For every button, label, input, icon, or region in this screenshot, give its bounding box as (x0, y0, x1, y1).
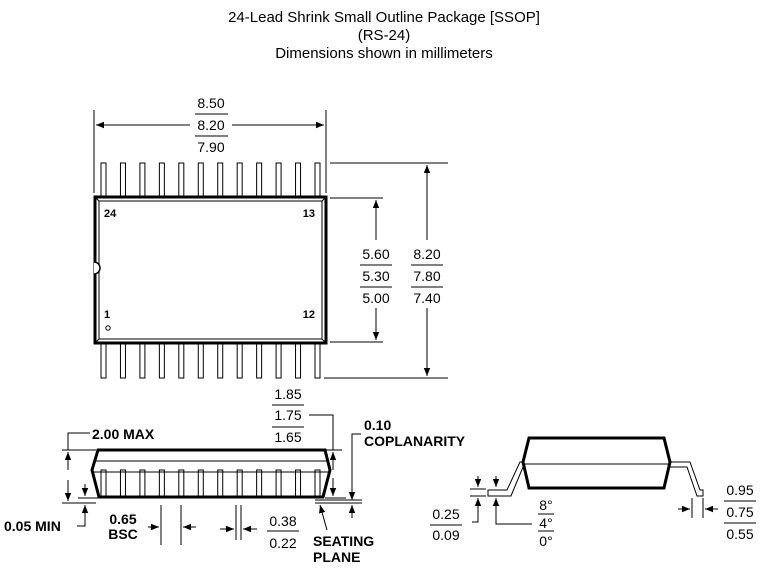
body-height-max: 1.85 (274, 386, 301, 402)
standoff-min: 0.05 MIN (4, 518, 61, 534)
seating-plane-line2: PLANE (313, 549, 360, 565)
lead-pin (100, 162, 107, 199)
lead-width-max: 0.38 (269, 513, 296, 529)
end-view: 0.25 0.09 8° 4° 0° 0.95 0.75 0.55 (430, 436, 756, 549)
lead-angle-nom: 4° (539, 515, 552, 531)
lead-pin (314, 162, 321, 199)
body-width-nom: 5.30 (362, 268, 389, 284)
body-height-nom: 1.75 (274, 407, 301, 423)
end-view-body (521, 436, 672, 490)
lead-pin (158, 162, 165, 199)
lead-pin (197, 469, 204, 499)
lead-pin (236, 469, 243, 499)
overall-width-max: 8.20 (413, 246, 440, 262)
lead-pin (100, 469, 107, 499)
side-body (90, 448, 332, 499)
lead-pin (295, 341, 302, 379)
lead-thickness-min: 0.09 (432, 527, 459, 543)
lead-pin (178, 469, 185, 499)
end-view-lead (487, 461, 704, 497)
package-body (93, 195, 328, 345)
lead-pin (139, 162, 146, 199)
lead-pin (256, 162, 263, 199)
pin-label-13: 13 (303, 208, 315, 220)
lead-pin (275, 341, 282, 379)
seating-plane-line1: SEATING (313, 533, 374, 549)
lead-pin (236, 341, 243, 379)
title-line-1: 24-Lead Shrink Small Outline Package [SS… (228, 9, 540, 26)
top-pin-row-upper (100, 162, 321, 199)
overall-width-min: 7.40 (413, 290, 440, 306)
top-width-nom: 8.20 (197, 117, 224, 133)
top-pin-row-lower (100, 341, 321, 379)
pitch-bsc: BSC (108, 526, 138, 542)
coplanarity-value: 0.10 (364, 417, 391, 433)
foot-length-min: 0.55 (726, 526, 753, 542)
body-height-min: 1.65 (274, 429, 301, 445)
lead-pin (314, 341, 321, 379)
lead-pin (139, 469, 146, 499)
top-view: 8.50 8.20 7.90 24 13 1 12 5.60 5.30 5.00… (93, 95, 448, 379)
pin-label-24: 24 (104, 208, 117, 220)
lead-pin (158, 469, 165, 499)
lead-pin (217, 341, 224, 379)
pin1-indicator-icon (105, 325, 111, 331)
lead-pin (256, 469, 263, 499)
lead-pin (197, 341, 204, 379)
pin-label-12: 12 (303, 309, 315, 321)
lead-pin (217, 469, 224, 499)
title-line-2: (RS-24) (358, 27, 411, 44)
height-max: 2.00 MAX (92, 426, 155, 442)
lead-pin (119, 341, 126, 379)
pin1-notch (93, 261, 101, 275)
lead-pin (275, 162, 282, 199)
foot-length-nom: 0.75 (726, 504, 753, 520)
lead-thickness-max: 0.25 (432, 506, 459, 522)
lead-pin (139, 341, 146, 379)
foot-length-max: 0.95 (726, 482, 753, 498)
body-width-max: 5.60 (362, 246, 389, 262)
lead-pin (178, 162, 185, 199)
lead-pin (158, 341, 165, 379)
side-pin-row (100, 469, 321, 499)
side-view: 2.00 MAX 0.05 MIN 0.65 BSC 0.38 0.22 1.8… (4, 386, 466, 565)
body-width-min: 5.00 (362, 290, 389, 306)
lead-pin (119, 469, 126, 499)
lead-pin (295, 469, 302, 499)
lead-angle-min: 0° (539, 533, 552, 549)
pin-label-1: 1 (104, 309, 110, 321)
lead-pin (295, 162, 302, 199)
overall-width-nom: 7.80 (413, 268, 440, 284)
lead-pin (275, 469, 282, 499)
lead-pin (119, 162, 126, 199)
title-line-3: Dimensions shown in millimeters (275, 45, 493, 62)
coplanarity-label: COPLANARITY (364, 433, 466, 449)
lead-pin (197, 162, 204, 199)
lead-angle-max: 8° (539, 497, 552, 513)
lead-pin (314, 469, 321, 499)
pitch-value: 0.65 (109, 511, 136, 527)
lead-pin (256, 341, 263, 379)
top-width-min: 7.90 (197, 139, 224, 155)
lead-pin (178, 341, 185, 379)
lead-pin (100, 341, 107, 379)
lead-pin (236, 162, 243, 199)
lead-width-min: 0.22 (269, 535, 296, 551)
top-width-max: 8.50 (197, 95, 224, 111)
lead-pin (217, 162, 224, 199)
